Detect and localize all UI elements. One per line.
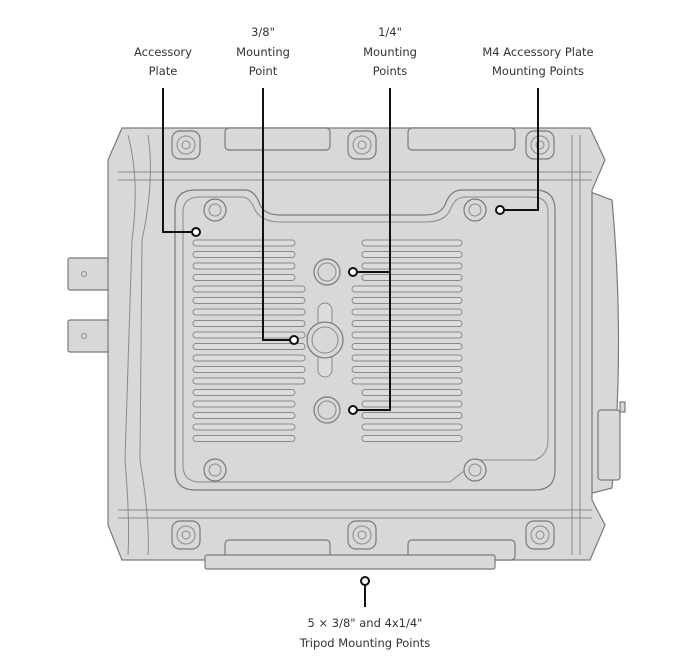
body-screw: [171, 520, 201, 550]
vent-slot: [192, 331, 306, 339]
vent-slot: [192, 251, 296, 258]
vent-slot: [361, 262, 463, 270]
callout-tripod-mounting-points: 5 × 3/8" and 4x1/4" Tripod Mounting Poin…: [299, 576, 431, 650]
vent-slot: [192, 423, 296, 431]
svg-text:5 × 3/8" and 4x1/4": 5 × 3/8" and 4x1/4": [308, 616, 423, 630]
vent-slot: [192, 366, 306, 373]
m4-screw-hole: [203, 198, 227, 222]
vent-slot: [361, 412, 463, 419]
body-screw: [171, 130, 201, 160]
vent-slot: [192, 239, 296, 247]
vent-slot: [351, 308, 463, 316]
vent-slot: [192, 262, 296, 270]
svg-text:Mounting: Mounting: [236, 45, 290, 59]
vent-slot: [351, 331, 463, 339]
vent-slot: [351, 285, 463, 293]
vent-slot: [192, 412, 296, 419]
vent-slot: [351, 366, 463, 373]
vent-slot: [192, 297, 306, 304]
body-screws: [171, 130, 555, 550]
vent-slot: [192, 435, 296, 442]
vent-slot: [192, 274, 296, 281]
lens-mount-side: [584, 189, 626, 496]
vent-slot: [361, 389, 463, 396]
vent-slot: [351, 320, 463, 327]
svg-text:Tripod Mounting Points: Tripod Mounting Points: [299, 636, 431, 650]
callout-1-4-mounting-points: 1/4" Mounting Points: [348, 25, 417, 415]
svg-text:Point: Point: [249, 64, 278, 78]
vent-slot: [361, 274, 463, 281]
vent-slot: [192, 354, 306, 362]
mount-1-4-holes: [313, 258, 341, 424]
vent-slot: [361, 435, 463, 442]
svg-text:Mounting Points: Mounting Points: [492, 64, 584, 78]
m4-screw-hole: [203, 458, 227, 482]
vent-slot: [192, 308, 306, 316]
m4-screw-hole: [463, 198, 487, 222]
body-screw: [525, 520, 555, 550]
vent-slot: [351, 343, 463, 350]
svg-text:M4 Accessory Plate: M4 Accessory Plate: [482, 45, 593, 59]
vent-slot: [361, 239, 463, 247]
m4-screw-hole: [463, 458, 487, 482]
mount-3-8-hole: [306, 302, 344, 378]
callout-m4-plate-mounting-points: M4 Accessory Plate Mounting Points: [482, 45, 594, 215]
svg-text:1/4": 1/4": [378, 25, 402, 39]
svg-text:Points: Points: [373, 64, 408, 78]
rod-ears: [67, 257, 113, 353]
vent-slot: [192, 285, 306, 293]
vent-slot: [192, 320, 306, 327]
vent-slot: [192, 389, 296, 396]
vent-slot: [192, 377, 306, 385]
svg-text:Mounting: Mounting: [363, 45, 417, 59]
callout-3-8-mounting-point: 3/8" Mounting Point: [236, 25, 299, 345]
svg-text:Plate: Plate: [149, 64, 178, 78]
body-screw: [347, 520, 377, 550]
body-screw: [347, 130, 377, 160]
vent-slot: [192, 400, 296, 408]
vent-slot: [361, 400, 463, 408]
accessory-plate: [174, 189, 556, 491]
svg-text:Accessory: Accessory: [134, 45, 192, 59]
vent-slot: [351, 354, 463, 362]
body-screw: [525, 130, 555, 160]
vent-slot: [361, 423, 463, 431]
vent-slot: [361, 251, 463, 258]
vent-slot: [351, 377, 463, 385]
callout-accessory-plate: Accessory Plate: [134, 45, 201, 237]
vent-slot: [351, 297, 463, 304]
svg-text:3/8": 3/8": [251, 25, 275, 39]
vent-slot: [192, 343, 306, 350]
